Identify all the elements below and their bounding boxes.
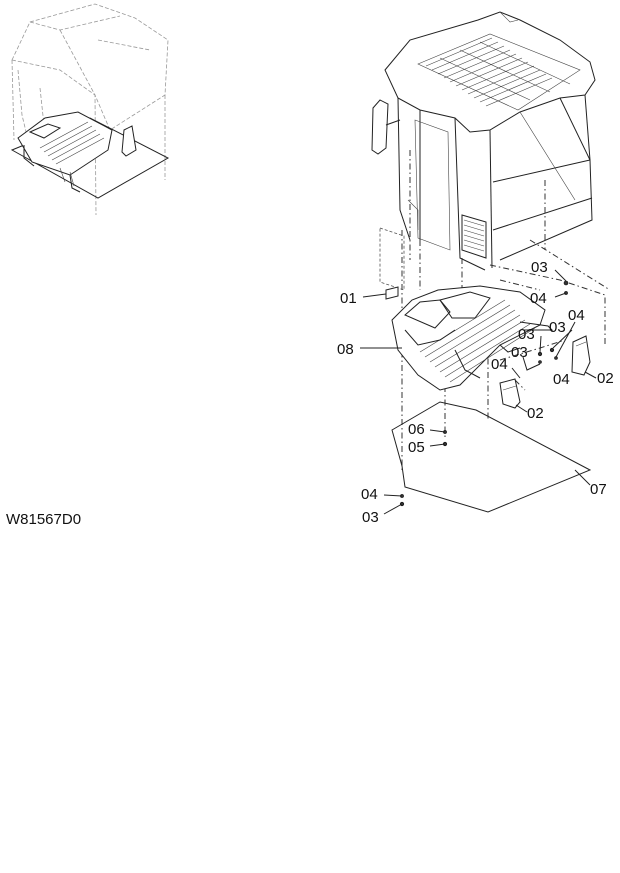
part-02-bracket-front xyxy=(499,378,521,409)
callout-03-right: 03 xyxy=(549,319,566,336)
part-01-label-plate xyxy=(385,286,399,300)
overview-floor-console xyxy=(17,111,113,193)
fastener-03a xyxy=(563,280,569,286)
callout-03-top: 03 xyxy=(531,259,548,276)
callout-04-top: 04 xyxy=(530,290,547,307)
callout-04-lower: 04 xyxy=(553,371,570,388)
leader-lines xyxy=(360,269,597,515)
callout-02-rear: 02 xyxy=(597,370,614,387)
callout-04-mid: 04 xyxy=(568,307,585,324)
figure-code: W81567D0 xyxy=(6,511,81,528)
callout-labels: 01 08 03 04 03 04 03 03 04 04 02 02 06 0… xyxy=(337,259,614,526)
overview-bracket xyxy=(121,125,137,157)
callout-03-center: 03 xyxy=(511,344,528,361)
callout-03-bottom: 03 xyxy=(362,509,379,526)
part-07-floor-mat xyxy=(391,401,592,513)
overview-thumbnail xyxy=(10,3,170,216)
mirror xyxy=(371,99,389,155)
fastener-04b xyxy=(538,360,542,364)
callout-02-front: 02 xyxy=(527,405,544,422)
vent-grille xyxy=(461,214,487,259)
callout-03-mid: 03 xyxy=(518,326,535,343)
fastener-03c xyxy=(549,347,555,353)
callout-05: 05 xyxy=(408,439,425,456)
callout-04-center: 04 xyxy=(491,356,508,373)
callout-07: 07 xyxy=(590,481,607,498)
part-08-floor-console xyxy=(391,285,554,391)
callout-08: 08 xyxy=(337,341,354,358)
callout-01: 01 xyxy=(340,290,357,307)
callout-04-bottom: 04 xyxy=(361,486,378,503)
overview-cab-ghost xyxy=(11,3,169,216)
part-02-bracket-rear xyxy=(571,335,591,376)
callout-06: 06 xyxy=(408,421,425,438)
cab-ghost xyxy=(371,11,596,271)
fastener-03b xyxy=(537,351,543,357)
